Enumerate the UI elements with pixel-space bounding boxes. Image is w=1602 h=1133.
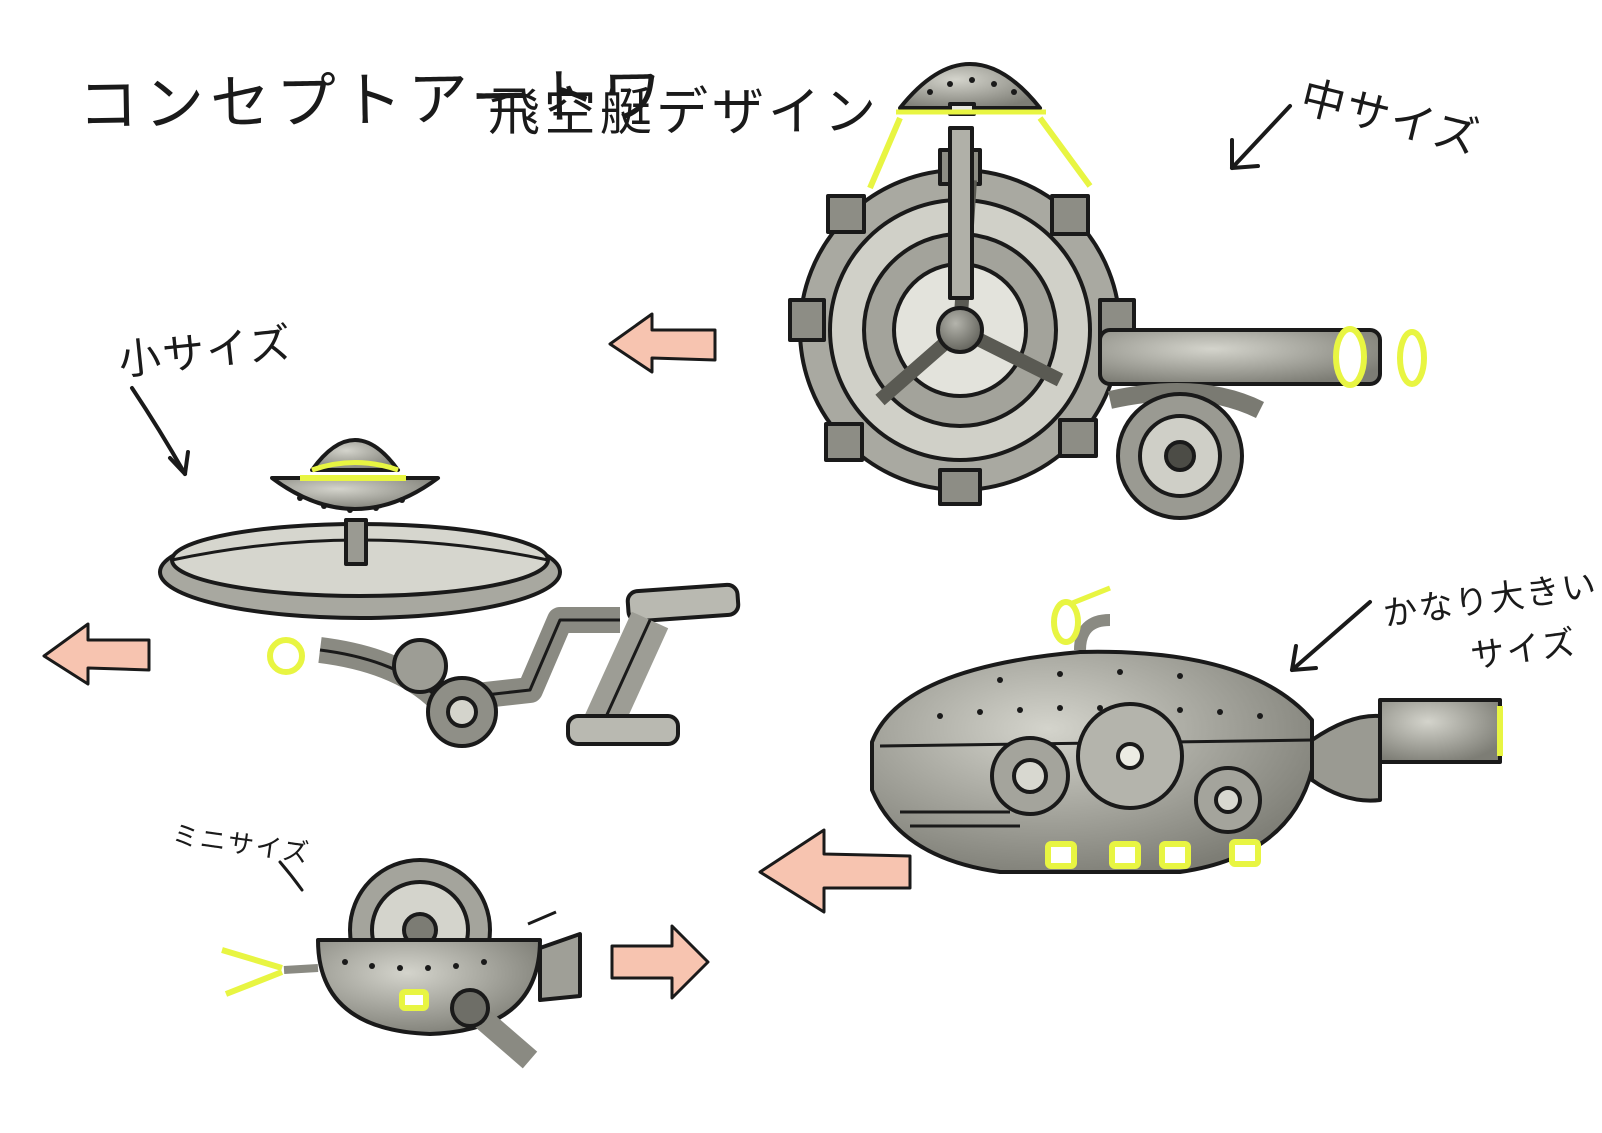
airship-medium [788, 62, 1427, 520]
pointer-arrow-small [130, 386, 190, 476]
sheet-subtitle: 飛空艇デザイン [488, 83, 881, 143]
arrow-right-icon [610, 924, 710, 1000]
pointer-arrow-medium [1230, 104, 1292, 170]
arrow-left-icon [608, 312, 717, 374]
arrow-left-icon [42, 622, 151, 686]
pointer-arrow-mini [278, 860, 304, 892]
airship-large [870, 585, 1503, 874]
pointer-arrow-large [1290, 600, 1372, 672]
arrow-left-icon [758, 828, 912, 914]
airship-small [158, 438, 741, 748]
airship-mini [221, 858, 582, 1069]
